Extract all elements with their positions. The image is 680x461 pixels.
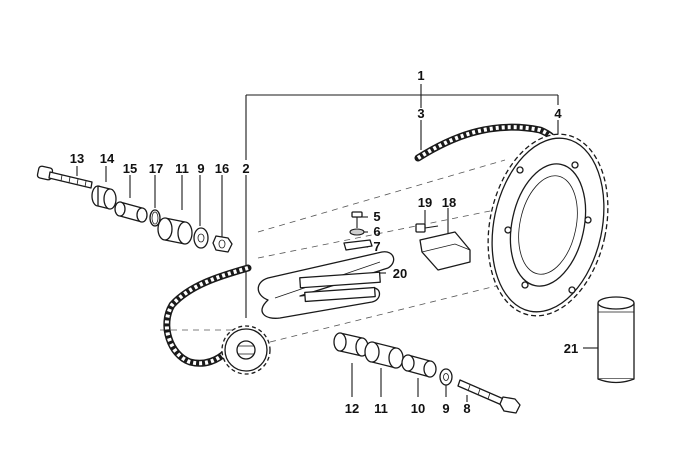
label-12: 12 bbox=[345, 401, 359, 416]
label-18: 18 bbox=[442, 195, 456, 210]
sleeve-10 bbox=[401, 354, 437, 378]
rear-sprocket bbox=[487, 133, 609, 317]
spacer-14 bbox=[91, 185, 117, 210]
block-18 bbox=[419, 231, 471, 271]
label-10: 10 bbox=[411, 401, 425, 416]
label-16: 16 bbox=[215, 161, 229, 176]
bush-11b bbox=[364, 341, 404, 369]
bolt-13 bbox=[36, 165, 93, 189]
clip-7 bbox=[343, 239, 373, 251]
label-19: 19 bbox=[418, 195, 432, 210]
sleeve-12 bbox=[333, 332, 369, 357]
bolt-8 bbox=[457, 379, 521, 414]
label-7: 7 bbox=[373, 239, 380, 254]
washer-9 bbox=[193, 227, 209, 249]
label-5: 5 bbox=[373, 209, 380, 224]
label-1: 1 bbox=[417, 68, 424, 83]
nut-16 bbox=[212, 235, 233, 253]
label-2: 2 bbox=[242, 161, 249, 176]
label-6: 6 bbox=[373, 224, 380, 239]
sleeve-15 bbox=[114, 201, 148, 223]
label-11-lower: 11 bbox=[374, 401, 388, 416]
washer-9b bbox=[439, 368, 453, 386]
label-3: 3 bbox=[417, 106, 424, 121]
label-14: 14 bbox=[100, 151, 115, 166]
label-9-upper: 9 bbox=[197, 161, 204, 176]
ring-17 bbox=[149, 209, 161, 227]
part-labels: 1 2 3 4 5 6 7 20 19 18 13 14 15 17 11 9 … bbox=[70, 68, 578, 416]
label-11-upper: 11 bbox=[175, 161, 189, 176]
label-15: 15 bbox=[123, 161, 137, 176]
front-sprocket bbox=[221, 325, 271, 375]
label-20: 20 bbox=[393, 266, 407, 281]
label-13: 13 bbox=[70, 151, 84, 166]
washer-6 bbox=[349, 228, 365, 236]
label-21: 21 bbox=[564, 341, 578, 356]
label-8: 8 bbox=[463, 401, 470, 416]
label-17: 17 bbox=[149, 161, 163, 176]
bolt-19 bbox=[415, 223, 439, 233]
assembly-bracket bbox=[245, 84, 559, 160]
assembly-guides bbox=[160, 159, 506, 343]
grease-can-21 bbox=[597, 296, 635, 384]
chain-guide bbox=[257, 251, 395, 319]
bush-11 bbox=[157, 217, 193, 245]
label-9-lower: 9 bbox=[442, 401, 449, 416]
label-4: 4 bbox=[554, 106, 562, 121]
screw-5 bbox=[351, 211, 363, 228]
